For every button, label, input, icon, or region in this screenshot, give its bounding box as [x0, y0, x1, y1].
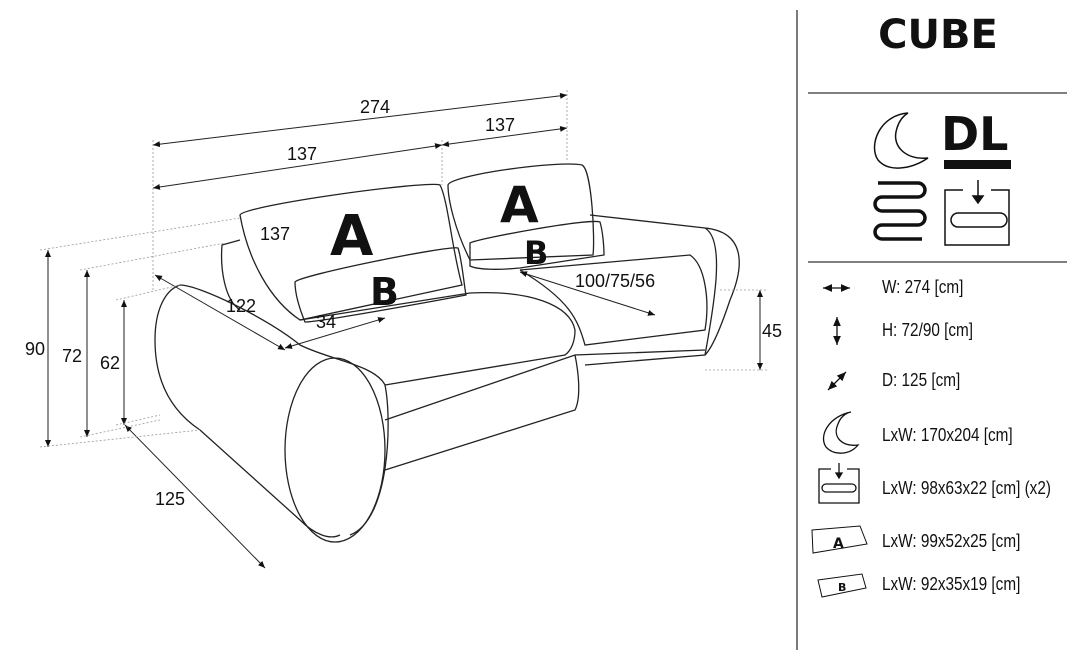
dim-width-left: 137 [287, 144, 317, 164]
spec-sleeping-area: LxW: 170x204 [cm] [882, 425, 1013, 445]
pillow-b-label: B [370, 270, 399, 314]
product-title: CUBE [878, 12, 998, 58]
storage-icon [944, 180, 1010, 246]
spec-storage: LxW: 98x63x22 [cm] (x2) [882, 478, 1051, 498]
dimension-lines [45, 92, 763, 569]
dim-arm-width: 34 [316, 312, 336, 332]
dim-width-total: 274 [360, 97, 390, 117]
sofa-outline [154, 163, 740, 543]
spec-width: W: 274 [cm] [882, 277, 964, 297]
dim-height-back: 72 [62, 346, 82, 366]
spec-pillow-b: LxW: 92x35x19 [cm] [882, 574, 1021, 594]
spec-depth: D: 125 [cm] [882, 370, 961, 390]
pillow-a-label: A [330, 204, 374, 269]
dim-width-right: 137 [485, 115, 515, 135]
moon-icon [822, 411, 860, 454]
dim-seat-height: 45 [762, 321, 782, 341]
dim-seat-depth: 122 [226, 296, 256, 316]
dim-backrest: 137 [260, 224, 290, 244]
spring-icon [873, 181, 927, 241]
pillow-a-label: A [500, 176, 539, 234]
spec-height: H: 72/90 [cm] [882, 320, 973, 340]
pillow-a-icon [811, 525, 868, 554]
pillow-b-icon-label: B [838, 581, 846, 594]
dim-depth-total: 125 [155, 489, 185, 509]
sleep-function-icon [873, 112, 929, 169]
spec-pillow-a: LxW: 99x52x25 [cm] [882, 531, 1021, 551]
pillow-b-icon [817, 573, 867, 598]
dl-badge: DL [941, 107, 1009, 161]
dl-underline [944, 160, 1011, 169]
extension-lines [39, 90, 768, 448]
diagonal-arrow-icon [827, 371, 847, 391]
dim-height-total: 90 [25, 339, 45, 359]
pillow-b-label: B [524, 234, 548, 272]
dim-height-arm: 62 [100, 353, 120, 373]
pillow-a-icon-label: A [833, 536, 844, 552]
storage-box-icon [818, 463, 860, 504]
dimension-labels: 274 137 137 137 122 34 100/75/56 90 72 6… [25, 97, 782, 509]
dim-seat-depths: 100/75/56 [575, 271, 655, 291]
